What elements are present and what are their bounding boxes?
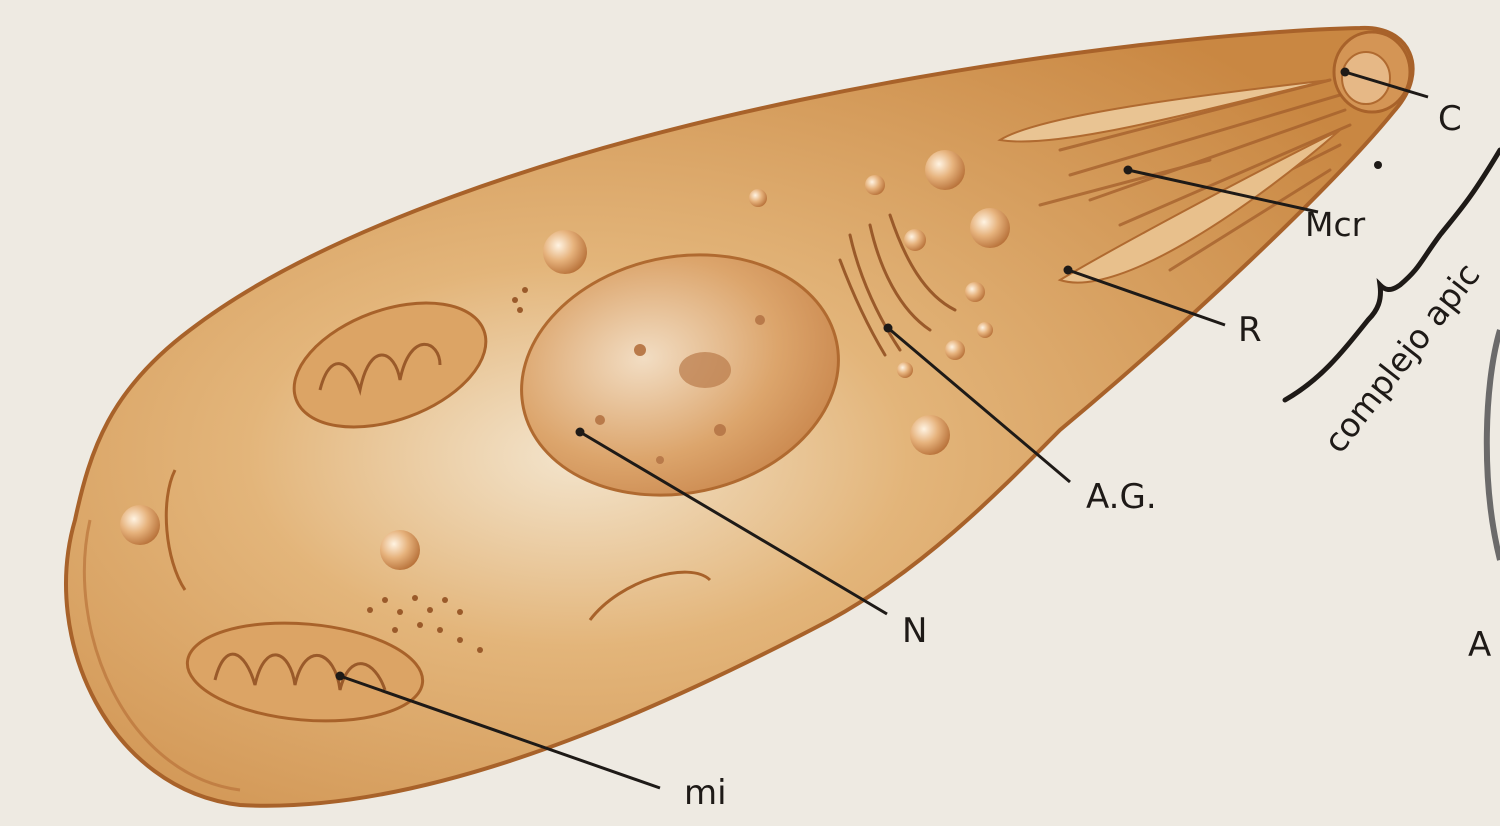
label-golgi: A.G. [1086,480,1157,514]
label-nucleus: N [902,614,927,648]
label-rhoptries: R [1238,313,1262,347]
label-mitochondrion: mi [684,776,727,810]
adjacent-figure-edge [1487,330,1500,560]
label-micronemes: Mcr [1305,208,1365,241]
label-figure-a: A [1468,628,1491,662]
label-conoid: C [1438,102,1462,136]
